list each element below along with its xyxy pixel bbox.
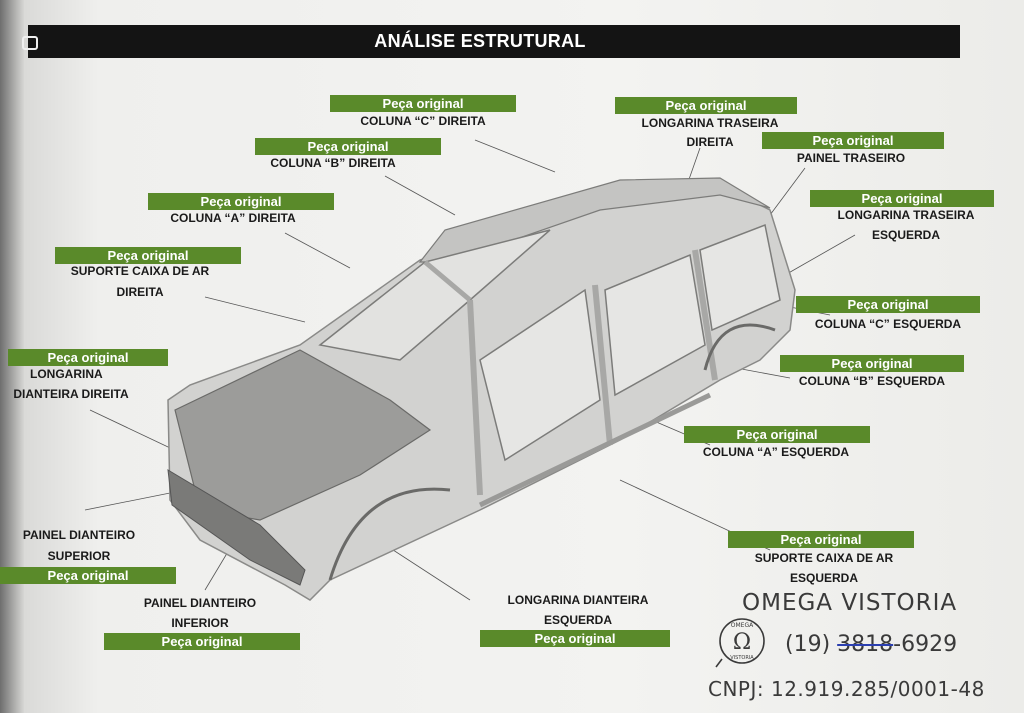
logo-top-text: OMEGA [731,622,754,629]
badge-painel-inferior: Peça original [104,633,300,650]
label-longarina-traseira-esquerda-line2: ESQUERDA [871,228,940,242]
label-longarina-dianteira-esquerda-line2: ESQUERDA [543,613,612,627]
label-longarina-dianteira-direita-line2: DIANTEIRA DIREITA [13,387,129,401]
label-suporte-direita-line1: SUPORTE CAIXA DE AR [70,264,210,278]
badge-longarina-dianteira-esquerda: Peça original [480,630,670,647]
label-coluna-c-direita: COLUNA “C” DIREITA [360,114,486,128]
badge-coluna-a-esquerda: Peça original [684,426,870,443]
label-suporte-esquerda-line2: ESQUERDA [789,571,858,585]
label-painel-superior-line1: PAINEL DIANTEIRO [22,528,136,542]
stamp-company-name: OMEGA VISTORIA [742,590,958,616]
stamp-phone: (19) 3818-6929 [785,632,957,657]
label-suporte-direita-line2: DIREITA [116,285,164,299]
badge-coluna-c-direita: Peça original [330,95,516,112]
badge-longarina-dianteira-direita: Peça original [8,349,168,366]
badge-longarina-traseira-direita: Peça original [615,97,797,114]
label-coluna-b-direita: COLUNA “B” DIREITA [270,156,396,170]
vehicle-icon [22,36,38,50]
badge-suporte-esquerda: Peça original [728,531,914,548]
badge-coluna-b-esquerda: Peça original [780,355,964,372]
label-longarina-traseira-direita-line2: DIREITA [686,135,734,149]
badge-suporte-direita: Peça original [55,247,241,264]
label-suporte-esquerda-line1: SUPORTE CAIXA DE AR [754,551,894,565]
phone-rest: -6929 [893,632,958,657]
label-longarina-dianteira-esquerda-line1: LONGARINA DIANTEIRA [507,593,649,607]
omega-logo-icon: OMEGA Ω VISTORIA [715,618,765,668]
badge-longarina-traseira-esquerda: Peça original [810,190,994,207]
label-longarina-traseira-esquerda-line1: LONGARINA TRASEIRA [837,208,975,222]
phone-area: (19) [785,632,831,657]
label-coluna-b-esquerda: COLUNA “B” ESQUERDA [798,374,946,388]
badge-painel-traseiro: Peça original [762,132,944,149]
label-coluna-c-esquerda: COLUNA “C” ESQUERDA [814,317,962,331]
phone-struck: 3818 [837,632,894,657]
label-painel-inferior-line2: INFERIOR [171,616,229,630]
badge-coluna-c-esquerda: Peça original [796,296,980,313]
page-title: ANÁLISE ESTRUTURAL [374,31,586,51]
logo-symbol: Ω [733,630,751,655]
logo-bottom-text: VISTORIA [730,655,754,661]
badge-painel-superior: Peça original [0,567,176,584]
label-coluna-a-esquerda: COLUNA “A” ESQUERDA [702,445,850,459]
stamp-cnpj: CNPJ: 12.919.285/0001-48 [708,677,985,701]
badge-coluna-b-direita: Peça original [255,138,441,155]
label-painel-superior-line2: SUPERIOR [47,549,111,563]
label-painel-traseiro: PAINEL TRASEIRO [796,151,906,165]
label-longarina-dianteira-direita-line1: LONGARINA [30,367,103,381]
car-frame [167,177,796,601]
header-bar [28,25,960,58]
label-coluna-a-direita: COLUNA “A” DIREITA [170,211,296,225]
badge-coluna-a-direita: Peça original [148,193,334,210]
label-longarina-traseira-direita-line1: LONGARINA TRASEIRA [641,116,779,130]
label-painel-inferior-line1: PAINEL DIANTEIRO [143,596,257,610]
